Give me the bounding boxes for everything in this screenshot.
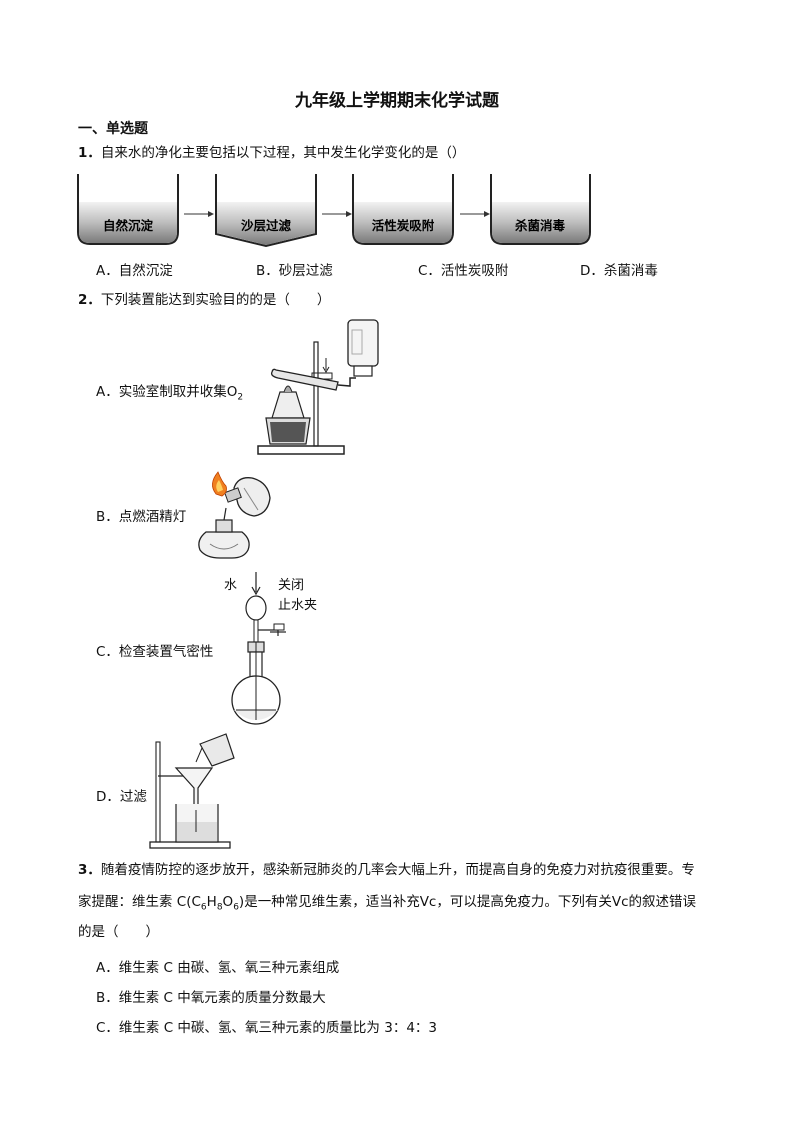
question-1: 1．自来水的净化主要包括以下过程，其中发生化学变化的是（） [78,143,465,163]
q2-option-a-text: A．实验室制取并收集O [96,384,238,400]
question-3-line-3: 的是（ ） [78,924,159,940]
question-2-number: 2． [78,292,101,308]
question-3-text-1: 随着疫情防控的逐步放开，感染新冠肺炎的几率会大幅上升，而提高自身的免疫力对抗疫很… [100,862,695,878]
airtightness-check-apparatus [231,572,286,725]
close-label: 关闭 [278,578,305,593]
q3-option-b[interactable]: B．维生素 C 中氧元素的质量分数最大 [96,990,326,1006]
arrow-right-icon [460,211,490,217]
tank-sand-filtration: 沙层过滤 [215,174,317,248]
q3-option-c[interactable]: C．维生素 C 中碳、氢、氧三种元素的质量比为 3：4：3 [96,1020,437,1036]
question-2: 2．下列装置能达到实验目的的是（ ） [78,290,330,310]
q1-option-b[interactable]: B．砂层过滤 [256,263,333,279]
question-3-text-2a: 家提醒：维生素 C(C [78,894,201,910]
question-3-line-1: 3．随着疫情防控的逐步放开，感染新冠肺炎的几率会大幅上升，而提高自身的免疫力对抗… [78,860,695,880]
oxygen-preparation-apparatus [257,319,379,455]
q1-option-d[interactable]: D．杀菌消毒 [580,263,658,279]
formula-o: O [222,894,234,910]
arrow-right-icon [184,211,214,217]
q3-option-a[interactable]: A．维生素 C 由碳、氢、氧三种元素组成 [96,960,340,976]
q2-option-d[interactable]: D．过滤 [96,789,147,805]
q2-option-a[interactable]: A．实验室制取并收集O2 [96,380,243,403]
alcohol-lamp-lighting-diagram [198,471,271,559]
water-purification-diagram: 自然沉淀 沙层过滤 活性炭吸附 杀菌消毒 [77,174,591,248]
water-label: 水 [224,578,238,593]
question-3-line-2: 家提醒：维生素 C(C6H8O6)是一种常见维生素，适当补充Vc，可以提高免疫力… [78,892,696,918]
q2-option-c[interactable]: C．检查装置气密性 [96,644,214,660]
question-3-number: 3． [78,862,101,878]
page-title: 九年级上学期期末化学试题 [295,91,499,111]
stage-label-1: 自然沉淀 [103,218,154,233]
stage-label-3: 活性炭吸附 [372,218,435,233]
question-2-text: 下列装置能达到实验目的的是（ ） [100,292,331,308]
q1-option-a[interactable]: A．自然沉淀 [96,263,173,279]
tank-activated-carbon: 活性炭吸附 [352,174,454,245]
filtration-apparatus [149,733,235,849]
section-heading: 一、单选题 [78,121,148,137]
question-1-number: 1． [78,145,101,161]
question-3-text-2b: )是一种常见维生素，适当补充Vc，可以提高免疫力。下列有关Vc的叙述错误 [238,894,697,910]
clamp-label: 止水夹 [278,598,318,613]
question-1-text: 自来水的净化主要包括以下过程，其中发生化学变化的是（） [100,145,466,161]
formula-sub-o: 6 [233,902,239,913]
formula-sub-h: 8 [216,902,223,913]
stage-label-2: 沙层过滤 [241,218,292,233]
stage-label-4: 杀菌消毒 [515,218,566,233]
q2-option-a-subscript: 2 [237,392,244,403]
q1-option-c[interactable]: C．活性炭吸附 [418,263,509,279]
formula-h: H [206,894,217,910]
formula-sub-c: 6 [200,902,207,913]
q2-option-b[interactable]: B．点燃酒精灯 [96,509,187,525]
arrow-right-icon [322,211,352,217]
tank-sterilization: 杀菌消毒 [490,174,591,245]
tank-natural-sedimentation: 自然沉淀 [77,174,179,245]
